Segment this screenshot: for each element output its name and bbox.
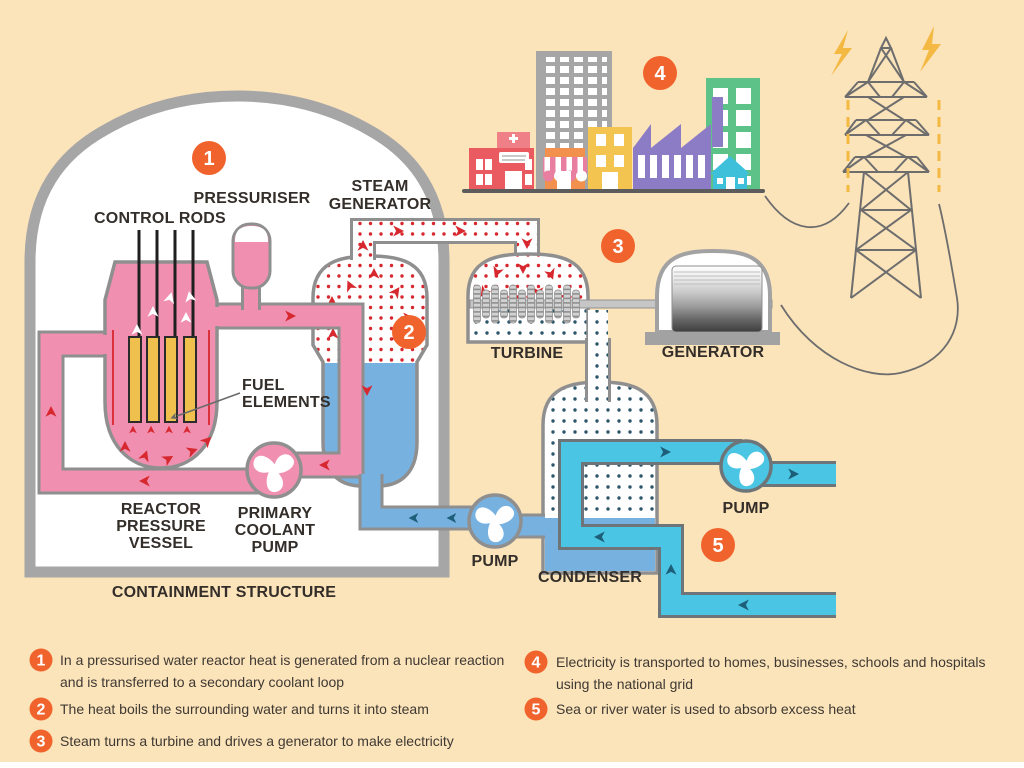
svg-text:4: 4	[654, 63, 666, 85]
svg-text:1: 1	[37, 653, 46, 670]
circulating-pump-label: PUMP	[722, 500, 769, 517]
legend-item-4: 4 Electricity is transported to homes, b…	[524, 650, 986, 692]
pylon-dashed-guides	[846, 100, 941, 192]
badge-4: 4	[643, 56, 677, 90]
circulating-pump	[719, 439, 773, 493]
legend-badge	[524, 697, 548, 721]
blue-house	[710, 156, 750, 189]
generator-base	[645, 332, 780, 345]
svg-text:ELEMENTS: ELEMENTS	[242, 394, 331, 411]
control-rods	[137, 230, 195, 352]
factory-windows	[638, 155, 705, 178]
fuel-pointer-line	[176, 392, 241, 417]
badge-1: 1	[192, 141, 226, 175]
diagram-labels: PRESSURISER CONTROL RODS STEAM GENERATOR…	[94, 178, 769, 601]
svg-text:1: 1	[203, 148, 214, 170]
svg-text:VESSEL: VESSEL	[129, 535, 193, 552]
badge-5: 5	[701, 528, 735, 562]
step-badges: 1 2 3 4 5	[192, 56, 735, 562]
feedwater-pump-label: PUMP	[471, 553, 518, 570]
generator-label: GENERATOR	[662, 344, 765, 361]
svg-text:2: 2	[403, 322, 414, 344]
primary-coolant-pump	[245, 441, 303, 499]
svg-text:COOLANT: COOLANT	[235, 522, 316, 539]
svg-text:4: 4	[532, 655, 541, 672]
legend-badge	[29, 648, 53, 672]
hospital	[469, 132, 534, 189]
svg-text:5: 5	[532, 702, 541, 719]
city-ground-line	[462, 189, 765, 193]
legend-badge	[29, 697, 53, 721]
factory-chimney	[712, 97, 723, 147]
city-skyline	[462, 51, 765, 193]
svg-text:3: 3	[612, 236, 623, 258]
control-rods-label: CONTROL RODS	[94, 210, 226, 227]
svg-text:Sea or river water is used to: Sea or river water is used to absorb exc…	[556, 701, 856, 717]
primary-coolant-pump-label: PRIMARY	[238, 505, 313, 522]
legend: 1 In a pressurised water reactor heat is…	[29, 648, 986, 753]
core-barrel-lines	[112, 330, 210, 425]
power-lines	[764, 195, 959, 376]
main-steam-pipe	[350, 218, 540, 260]
svg-text:In a pressurised water reactor: In a pressurised water reactor heat is g…	[60, 652, 504, 668]
feedwater-pump	[467, 493, 523, 549]
legend-badge	[29, 729, 53, 753]
fuel-elements-label: FUEL	[242, 377, 285, 394]
transmission-pylon	[842, 35, 930, 299]
svg-text:The heat boils the surrounding: The heat boils the surrounding water and…	[60, 701, 429, 717]
shop	[543, 148, 587, 189]
legend-item-1: 1 In a pressurised water reactor heat is…	[29, 648, 504, 690]
generator-unit	[645, 248, 780, 345]
svg-text:and is transferred to a second: and is transferred to a secondary coolan…	[60, 674, 344, 690]
legend-item-2: 2 The heat boils the surrounding water a…	[29, 697, 429, 721]
svg-text:using the national grid: using the national grid	[556, 676, 693, 692]
legend-item-5: 5 Sea or river water is used to absorb e…	[524, 697, 856, 721]
fuel-elements	[128, 336, 197, 423]
svg-text:GENERATOR: GENERATOR	[329, 196, 432, 213]
steam-generator-label: STEAM	[352, 178, 409, 195]
reactor-pressure-vessel	[102, 230, 241, 470]
containment-structure-label: CONTAINMENT STRUCTURE	[112, 584, 336, 601]
svg-text:2: 2	[37, 702, 46, 719]
svg-text:Steam turns a turbine and driv: Steam turns a turbine and drives a gener…	[60, 733, 454, 749]
yellow-building-windows	[596, 134, 624, 189]
svg-text:PUMP: PUMP	[251, 539, 298, 556]
badge-3: 3	[601, 229, 635, 263]
turbine-label: TURBINE	[491, 345, 564, 362]
svg-text:PRESSURE: PRESSURE	[116, 518, 206, 535]
reactor-pressure-vessel-label: REACTOR	[121, 501, 201, 518]
condenser-label: CONDENSER	[538, 569, 642, 586]
pressuriser-label: PRESSURISER	[194, 190, 311, 207]
svg-text:5: 5	[712, 535, 723, 557]
svg-text:3: 3	[37, 734, 46, 751]
legend-badge	[524, 650, 548, 674]
badge-2: 2	[392, 315, 426, 349]
lightning-bolts	[831, 26, 941, 76]
pressuriser	[231, 222, 272, 290]
legend-item-3: 3 Steam turns a turbine and drives a gen…	[29, 729, 454, 753]
bottom-strip	[0, 762, 1024, 768]
svg-text:Electricity is transported to: Electricity is transported to homes, bus…	[556, 654, 986, 670]
